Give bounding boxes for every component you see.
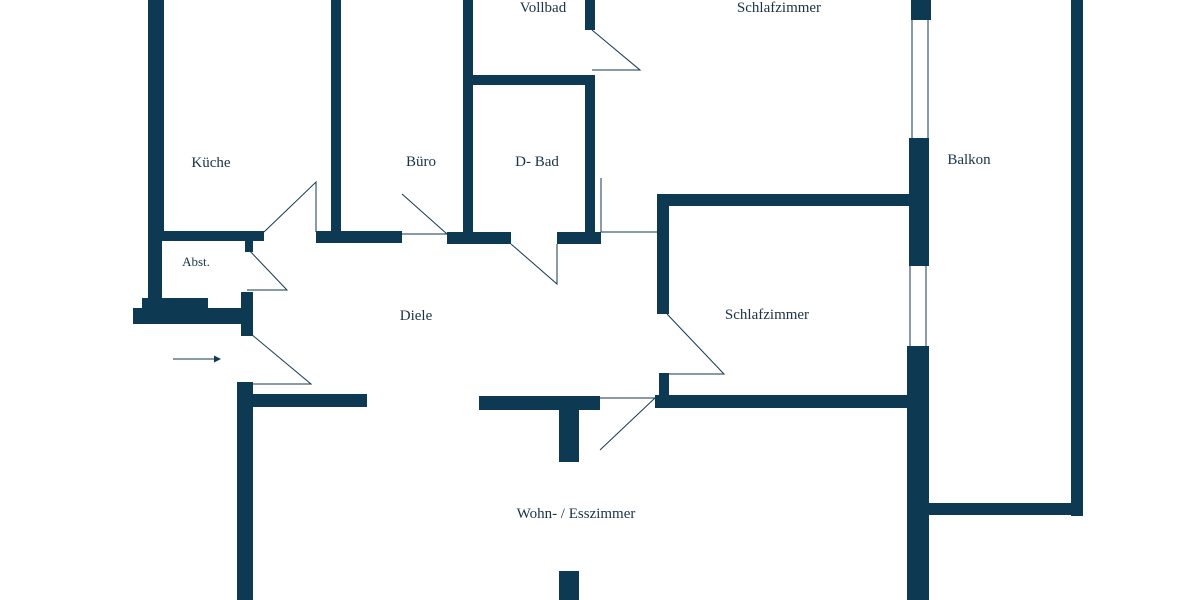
- wall: [585, 75, 595, 240]
- door-swing: [401, 193, 449, 235]
- door-swing: [246, 247, 289, 291]
- wall: [479, 396, 600, 410]
- room-label-d-bad: D- Bad: [515, 154, 559, 170]
- wall: [557, 232, 601, 244]
- wall: [655, 395, 907, 408]
- wall: [148, 0, 164, 238]
- room-label-diele: Diele: [400, 308, 433, 324]
- door-swing: [666, 313, 726, 375]
- wall: [245, 238, 253, 252]
- doors: [246, 29, 726, 451]
- door-swing: [510, 243, 558, 286]
- wall: [148, 238, 162, 302]
- walls: [133, 0, 1083, 600]
- room-label-schlafzimmer-mid: Schlafzimmer: [725, 307, 809, 323]
- wall: [907, 346, 929, 600]
- wall: [657, 194, 909, 206]
- room-label-abst: Abst.: [182, 254, 210, 269]
- door-swing: [591, 29, 642, 71]
- wall: [929, 503, 1083, 515]
- wall: [447, 232, 511, 244]
- wall: [331, 0, 341, 232]
- wall: [659, 373, 669, 408]
- room-label-buero: Büro: [406, 154, 436, 170]
- room-label-kueche: Küche: [191, 155, 230, 171]
- room-label-schlafzimmer-top: Schlafzimmer: [737, 0, 821, 16]
- wall: [316, 231, 402, 243]
- wall: [1071, 0, 1083, 516]
- wall: [148, 231, 264, 241]
- wall: [237, 394, 367, 407]
- wall: [559, 571, 579, 600]
- wall: [133, 308, 251, 324]
- wall: [909, 138, 929, 266]
- wall: [142, 298, 208, 308]
- wall: [559, 396, 579, 462]
- wall: [473, 75, 595, 85]
- door-swing: [250, 333, 313, 385]
- wall: [911, 0, 931, 20]
- arrow-right-icon: [173, 355, 221, 363]
- wall: [657, 194, 669, 314]
- room-labels: Vollbad Schlafzimmer Küche Büro D- Bad B…: [182, 0, 991, 522]
- door-swing: [599, 397, 657, 451]
- door-swing: [600, 178, 657, 233]
- room-label-vollbad: Vollbad: [520, 0, 567, 16]
- room-label-wohn-esszimmer: Wohn- / Esszimmer: [517, 506, 636, 522]
- wall: [463, 0, 473, 240]
- wall: [237, 382, 253, 600]
- door-swing: [263, 180, 317, 233]
- wall: [585, 0, 595, 30]
- windows: [909, 20, 929, 346]
- room-label-balkon: Balkon: [947, 152, 991, 168]
